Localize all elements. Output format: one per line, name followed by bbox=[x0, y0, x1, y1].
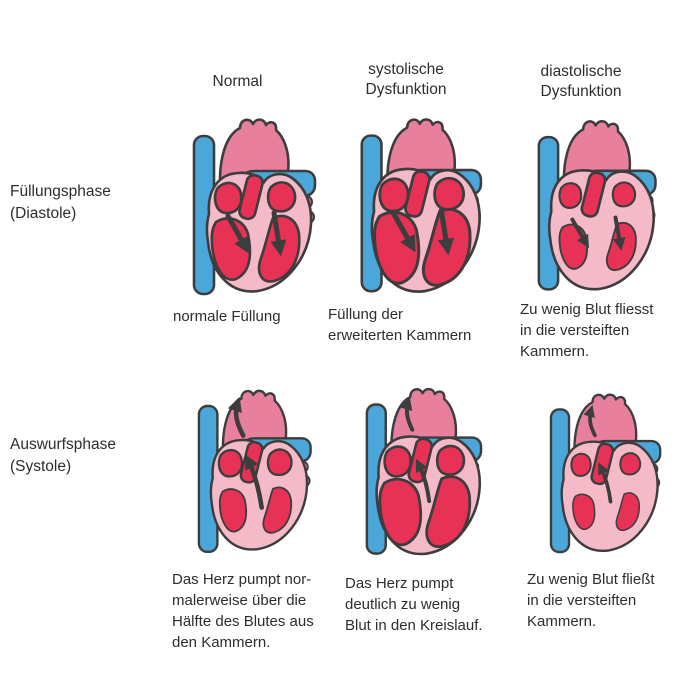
heart-normal-systole-illustration bbox=[172, 382, 320, 562]
caption-systolic-systole: Das Herz pumpt deutlich zu wenig Blut in… bbox=[345, 575, 483, 634]
caption-normal-systole: Das Herz pumpt nor- malerweise über die … bbox=[172, 571, 314, 651]
row-label-filling-phase: Füllungsphase (Diastole) bbox=[10, 183, 111, 222]
column-header-diastolic-dysfunction: diastolische Dysfunktion bbox=[540, 63, 622, 100]
heart-stiff-systole-illustration bbox=[524, 386, 670, 562]
caption-diastolic-systole: Zu wenig Blut fließt in die versteiften … bbox=[527, 571, 655, 630]
heart-dilated-diastole-illustration bbox=[338, 110, 486, 302]
row-label-ejection-phase: Auswurfsphase (Systole) bbox=[10, 436, 116, 475]
heart-normal-diastole-illustration bbox=[170, 110, 320, 305]
caption-systolic-diastole: Füllung der erweiterten Kammern bbox=[328, 306, 472, 344]
column-header-normal: Normal bbox=[212, 73, 263, 90]
caption-diastolic-diastole: Zu wenig Blut fliesst in die versteiften… bbox=[520, 301, 654, 360]
heart-stiff-diastole-illustration bbox=[512, 112, 664, 300]
heart-dilated-systole-illustration bbox=[342, 380, 488, 564]
caption-normal-diastole: normale Füllung bbox=[173, 308, 281, 325]
column-header-systolic-dysfunction: systolische Dysfunktion bbox=[365, 61, 447, 98]
